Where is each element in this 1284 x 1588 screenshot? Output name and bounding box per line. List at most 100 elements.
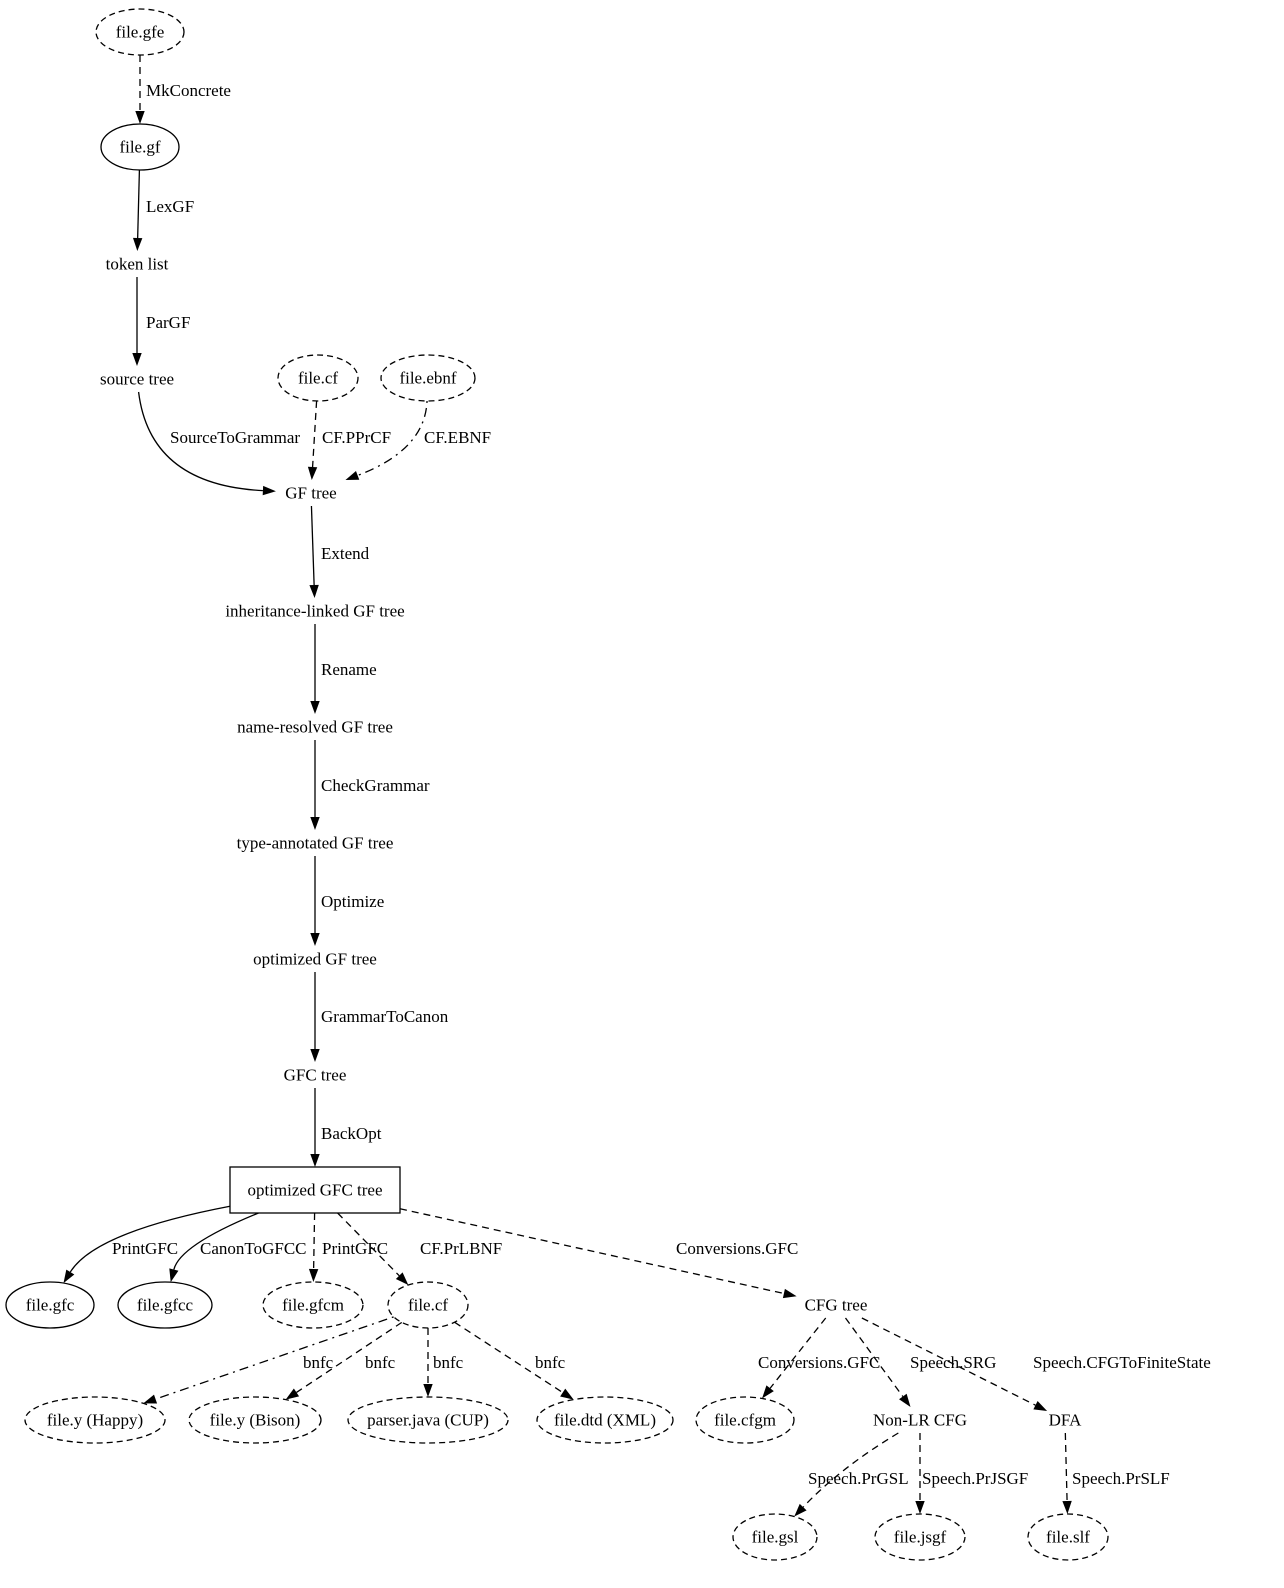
edge-label-optimized-gfc-tree--file-gfc: PrintGFC — [112, 1239, 178, 1258]
node-shape-file-cf-out — [387, 1281, 469, 1329]
edge-label-gfc-tree--optimized-gfc-tree: BackOpt — [321, 1124, 382, 1143]
edge-label-optimized-gfc-tree--file-cf-out: CF.PrLBNF — [420, 1239, 502, 1258]
node-optimized-gf-tree: optimized GF tree — [253, 950, 377, 969]
edge-label-file-gfe--file-gf: MkConcrete — [146, 81, 231, 100]
node-file-jsgf: file.jsgf — [874, 1513, 966, 1561]
edge-label-cfg-tree--dfa: Speech.CFGToFiniteState — [1033, 1353, 1211, 1372]
node-label-non-lr-cfg: Non-LR CFG — [873, 1411, 967, 1430]
node-shape-file-cfgm — [695, 1396, 795, 1444]
arrowhead-cfg-tree--dfa — [1033, 1400, 1048, 1412]
node-shape-file-gfe — [95, 8, 185, 56]
node-file-dtd-xml: file.dtd (XML) — [536, 1396, 674, 1444]
node-file-gfcc: file.gfcc — [117, 1281, 213, 1329]
node-shape-parser-java-cup — [347, 1396, 509, 1444]
node-shape-optimized-gfc-tree — [229, 1166, 401, 1214]
node-label-dfa: DFA — [1049, 1411, 1082, 1430]
node-file-slf: file.slf — [1027, 1513, 1109, 1561]
node-shape-file-ebnf — [380, 354, 476, 402]
edge-label-file-gf--token-list: LexGF — [146, 197, 194, 216]
edge-label-file-ebnf--gf-tree: CF.EBNF — [424, 428, 491, 447]
arrowhead-type-annotated-gf-tree--optimized-gf-tree — [310, 933, 320, 946]
edge-optimized-gfc-tree--cfg-tree — [399, 1208, 785, 1295]
arrowhead-source-tree--gf-tree — [262, 485, 276, 496]
node-label-file-y-happy: file.y (Happy) — [47, 1411, 143, 1430]
arrowhead-file-cf-out--file-y-bison — [285, 1388, 300, 1400]
node-label-file-dtd-xml: file.dtd (XML) — [554, 1411, 656, 1430]
node-shape-file-y-happy — [24, 1396, 166, 1444]
arrowhead-non-lr-cfg--file-gsl — [794, 1503, 807, 1517]
node-label-gf-tree: GF tree — [285, 484, 336, 503]
arrowhead-optimized-gfc-tree--file-gfcc — [169, 1268, 179, 1283]
node-name-resolved-gf-tree: name-resolved GF tree — [237, 718, 393, 737]
edge-cfg-tree--non-lr-cfg — [844, 1317, 904, 1397]
node-file-cf-out: file.cf — [387, 1281, 469, 1329]
edge-label-file-cf-out--file-y-happy: bnfc — [303, 1353, 334, 1372]
edge-optimized-gfc-tree--file-gfcm — [312, 1212, 316, 1270]
arrowhead-file-cf-out--parser-java-cup — [423, 1384, 433, 1397]
node-label-file-gfe: file.gfe — [116, 23, 165, 42]
edge-label-gf-tree--inheritance-linked-gf-tree: Extend — [321, 544, 370, 563]
edge-label-cfg-tree--file-cfgm: Conversions.GFC — [758, 1353, 880, 1372]
edge-file-gf--token-list — [137, 169, 141, 239]
arrowhead-inheritance-linked-gf-tree--name-resolved-gf-tree — [310, 701, 320, 714]
edge-label-optimized-gfc-tree--file-gfcc: CanonToGFCC — [200, 1239, 307, 1258]
edge-label-dfa--file-slf: Speech.PrSLF — [1072, 1469, 1170, 1488]
arrowhead-optimized-gfc-tree--file-gfcm — [308, 1268, 319, 1283]
arrowhead-optimized-gfc-tree--cfg-tree — [782, 1288, 797, 1299]
edge-file-cf-out--file-y-bison — [296, 1321, 403, 1393]
node-label-file-cf-top: file.cf — [298, 369, 338, 388]
node-label-file-cfgm: file.cfgm — [714, 1411, 776, 1430]
node-shape-file-cf-top — [277, 354, 359, 402]
edge-cfg-tree--file-cfgm — [769, 1317, 827, 1389]
node-label-cfg-tree: CFG tree — [805, 1296, 868, 1315]
edge-dfa--file-slf — [1064, 1432, 1068, 1502]
node-label-file-gf: file.gf — [119, 138, 160, 157]
arrowhead-non-lr-cfg--file-jsgf — [915, 1501, 925, 1514]
node-label-optimized-gfc-tree: optimized GFC tree — [247, 1181, 382, 1200]
edge-file-cf-top--gf-tree — [311, 400, 318, 468]
edge-label-optimized-gfc-tree--file-gfcm: PrintGFC — [322, 1239, 388, 1258]
node-source-tree: source tree — [100, 370, 174, 389]
edge-optimized-gfc-tree--file-cf-out — [337, 1212, 400, 1277]
arrowhead-gfc-tree--optimized-gfc-tree — [310, 1154, 320, 1167]
node-label-optimized-gf-tree: optimized GF tree — [253, 950, 377, 969]
node-label-file-gfcc: file.gfcc — [137, 1296, 194, 1315]
edge-label-type-annotated-gf-tree--optimized-gf-tree: Optimize — [321, 892, 384, 911]
edge-gf-tree--inheritance-linked-gf-tree — [310, 505, 315, 586]
node-shape-file-dtd-xml — [536, 1396, 674, 1444]
edge-non-lr-cfg--file-gsl — [802, 1432, 899, 1508]
edge-label-file-cf-out--file-y-bison: bnfc — [365, 1353, 396, 1372]
node-label-source-tree: source tree — [100, 370, 174, 389]
edge-file-cf-out--file-dtd-xml — [454, 1321, 564, 1394]
edge-label-file-cf-out--file-dtd-xml: bnfc — [535, 1353, 566, 1372]
node-label-file-gfcm: file.gfcm — [282, 1296, 344, 1315]
arrowhead-dfa--file-slf — [1062, 1500, 1072, 1515]
edge-optimized-gfc-tree--file-gfcc — [173, 1212, 259, 1270]
node-label-file-ebnf: file.ebnf — [399, 369, 456, 388]
node-gf-tree: GF tree — [285, 484, 336, 503]
node-label-inheritance-linked-gf-tree: inheritance-linked GF tree — [225, 602, 404, 621]
node-shape-file-y-bison — [188, 1396, 322, 1444]
arrowhead-file-gfe--file-gf — [135, 111, 145, 124]
node-file-y-bison: file.y (Bison) — [188, 1396, 322, 1444]
arrowhead-file-cf-out--file-y-happy — [143, 1394, 158, 1404]
node-file-cf-top: file.cf — [277, 354, 359, 402]
node-dfa: DFA — [1049, 1411, 1082, 1430]
node-file-y-happy: file.y (Happy) — [24, 1396, 166, 1444]
arrowhead-gf-tree--inheritance-linked-gf-tree — [309, 584, 319, 598]
arrowhead-file-ebnf--gf-tree — [345, 471, 360, 480]
node-label-file-gsl: file.gsl — [752, 1528, 799, 1547]
node-file-gf: file.gf — [100, 123, 180, 171]
node-label-file-gfc: file.gfc — [26, 1296, 75, 1315]
node-label-gfc-tree: GFC tree — [284, 1066, 347, 1085]
node-inheritance-linked-gf-tree: inheritance-linked GF tree — [225, 602, 404, 621]
edge-label-name-resolved-gf-tree--type-annotated-gf-tree: CheckGrammar — [321, 776, 430, 795]
arrowhead-optimized-gf-tree--gfc-tree — [310, 1049, 320, 1062]
node-file-cfgm: file.cfgm — [695, 1396, 795, 1444]
node-file-gfe: file.gfe — [95, 8, 185, 56]
arrowhead-optimized-gfc-tree--file-cf-out — [395, 1272, 409, 1285]
node-non-lr-cfg: Non-LR CFG — [873, 1411, 967, 1430]
arrowhead-file-cf-top--gf-tree — [307, 466, 318, 480]
node-label-file-cf-out: file.cf — [408, 1296, 448, 1315]
